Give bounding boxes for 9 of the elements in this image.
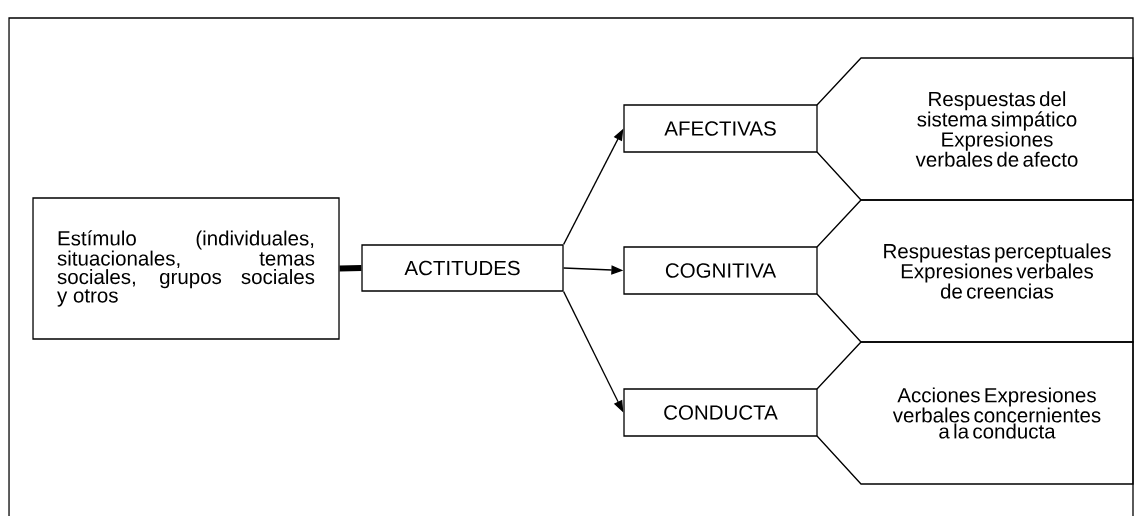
component-box: AFECTIVAS [623,104,818,153]
component-box: COGNITIVA [623,246,818,295]
attitude-box: ACTITUDES [361,244,564,292]
stimulus-box: Estímulo (individuales, situacionales, temas sociales, grupos sociales y otros [32,197,340,340]
connector-bar [339,265,362,272]
response-box: Acciones Expresiones verbales concernientes a la conducta [816,341,1134,485]
response-box: Respuestas del sistema simpático Expresiones verbales de afecto [816,57,1134,201]
component-box: CONDUCTA [623,388,818,437]
response-box: Respuestas perceptuales Expresiones verbales de creencias [816,199,1134,343]
